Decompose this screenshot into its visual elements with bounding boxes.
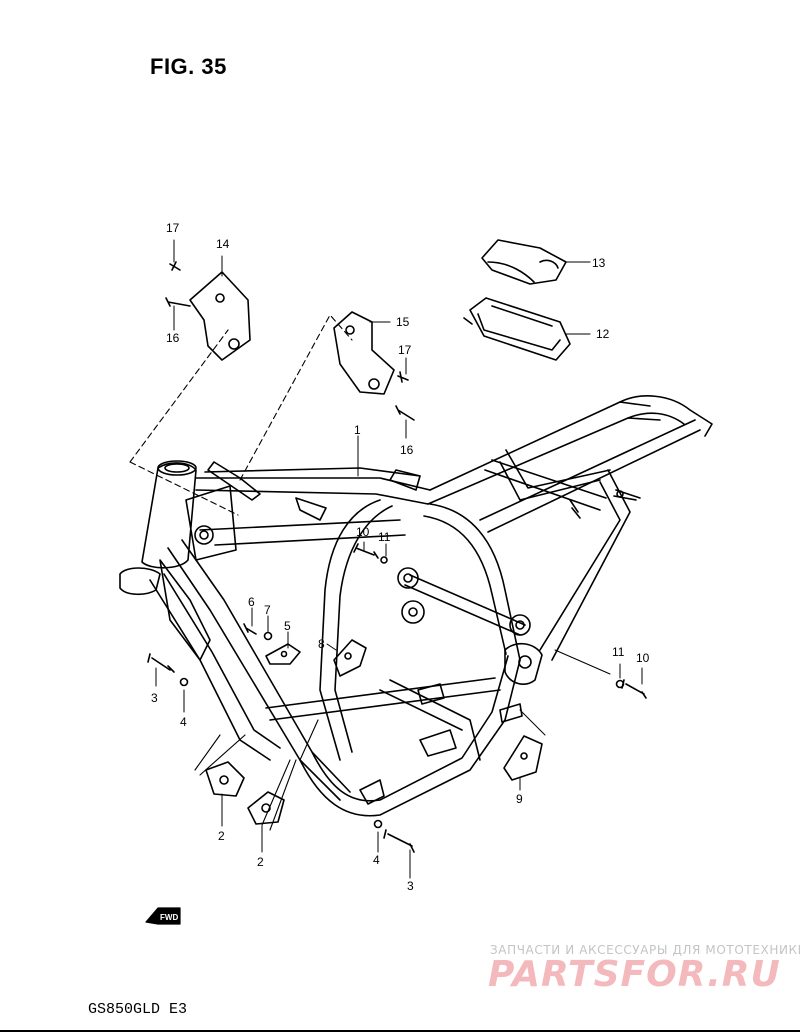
part-14-bracket: [165, 261, 251, 361]
model-code: GS850GLD E3: [88, 1001, 188, 1018]
callout-2-right: 2: [257, 855, 264, 869]
callout-9: 9: [516, 792, 523, 806]
callout-3-upper: 3: [151, 691, 158, 705]
callout-17-left: 17: [166, 221, 180, 235]
part-13-cover: [481, 239, 567, 285]
callout-17-right: 17: [398, 343, 412, 357]
bottom-rule: [0, 1030, 800, 1032]
callout-13: 13: [592, 256, 606, 270]
figure-title: FIG. 35: [150, 54, 227, 79]
callout-14: 14: [216, 237, 230, 251]
callout-7: 7: [264, 603, 271, 617]
callout-5: 5: [284, 619, 291, 633]
main-frame: [119, 395, 713, 817]
callout-10-left: 10: [356, 525, 370, 539]
callout-2-left: 2: [218, 829, 225, 843]
callout-4-lower: 4: [373, 853, 380, 867]
fwd-label: FWD: [160, 913, 178, 922]
watermark-logo: PARTSFOR.RU: [488, 954, 781, 995]
leader-lines: [155, 239, 643, 879]
fwd-arrow-icon: FWD: [145, 907, 181, 925]
part-15-bracket: [333, 311, 415, 421]
callout-11-right: 11: [612, 645, 625, 659]
callout-4-upper: 4: [180, 715, 187, 729]
callout-16-right: 16: [400, 443, 414, 457]
callout-11-left: 11: [378, 530, 391, 544]
callout-numbers: 1 2 2 3 3 4 4 5 6 7 8 9 10 10 11 11 12 1…: [151, 221, 650, 893]
callout-10-right: 10: [636, 651, 650, 665]
callout-15: 15: [396, 315, 410, 329]
callout-12: 12: [596, 327, 610, 341]
part-12-tray: [463, 297, 571, 361]
fasteners-and-plates: [147, 495, 647, 853]
callout-8: 8: [318, 637, 325, 651]
watermark-caption: ЗАПЧАСТИ И АКСЕССУАРЫ ДЛЯ МОТОТЕХНИКИ: [490, 943, 800, 957]
callout-1: 1: [354, 423, 361, 437]
callout-6: 6: [248, 595, 255, 609]
callout-3-lower: 3: [407, 879, 414, 893]
callout-16-left: 16: [166, 331, 180, 345]
